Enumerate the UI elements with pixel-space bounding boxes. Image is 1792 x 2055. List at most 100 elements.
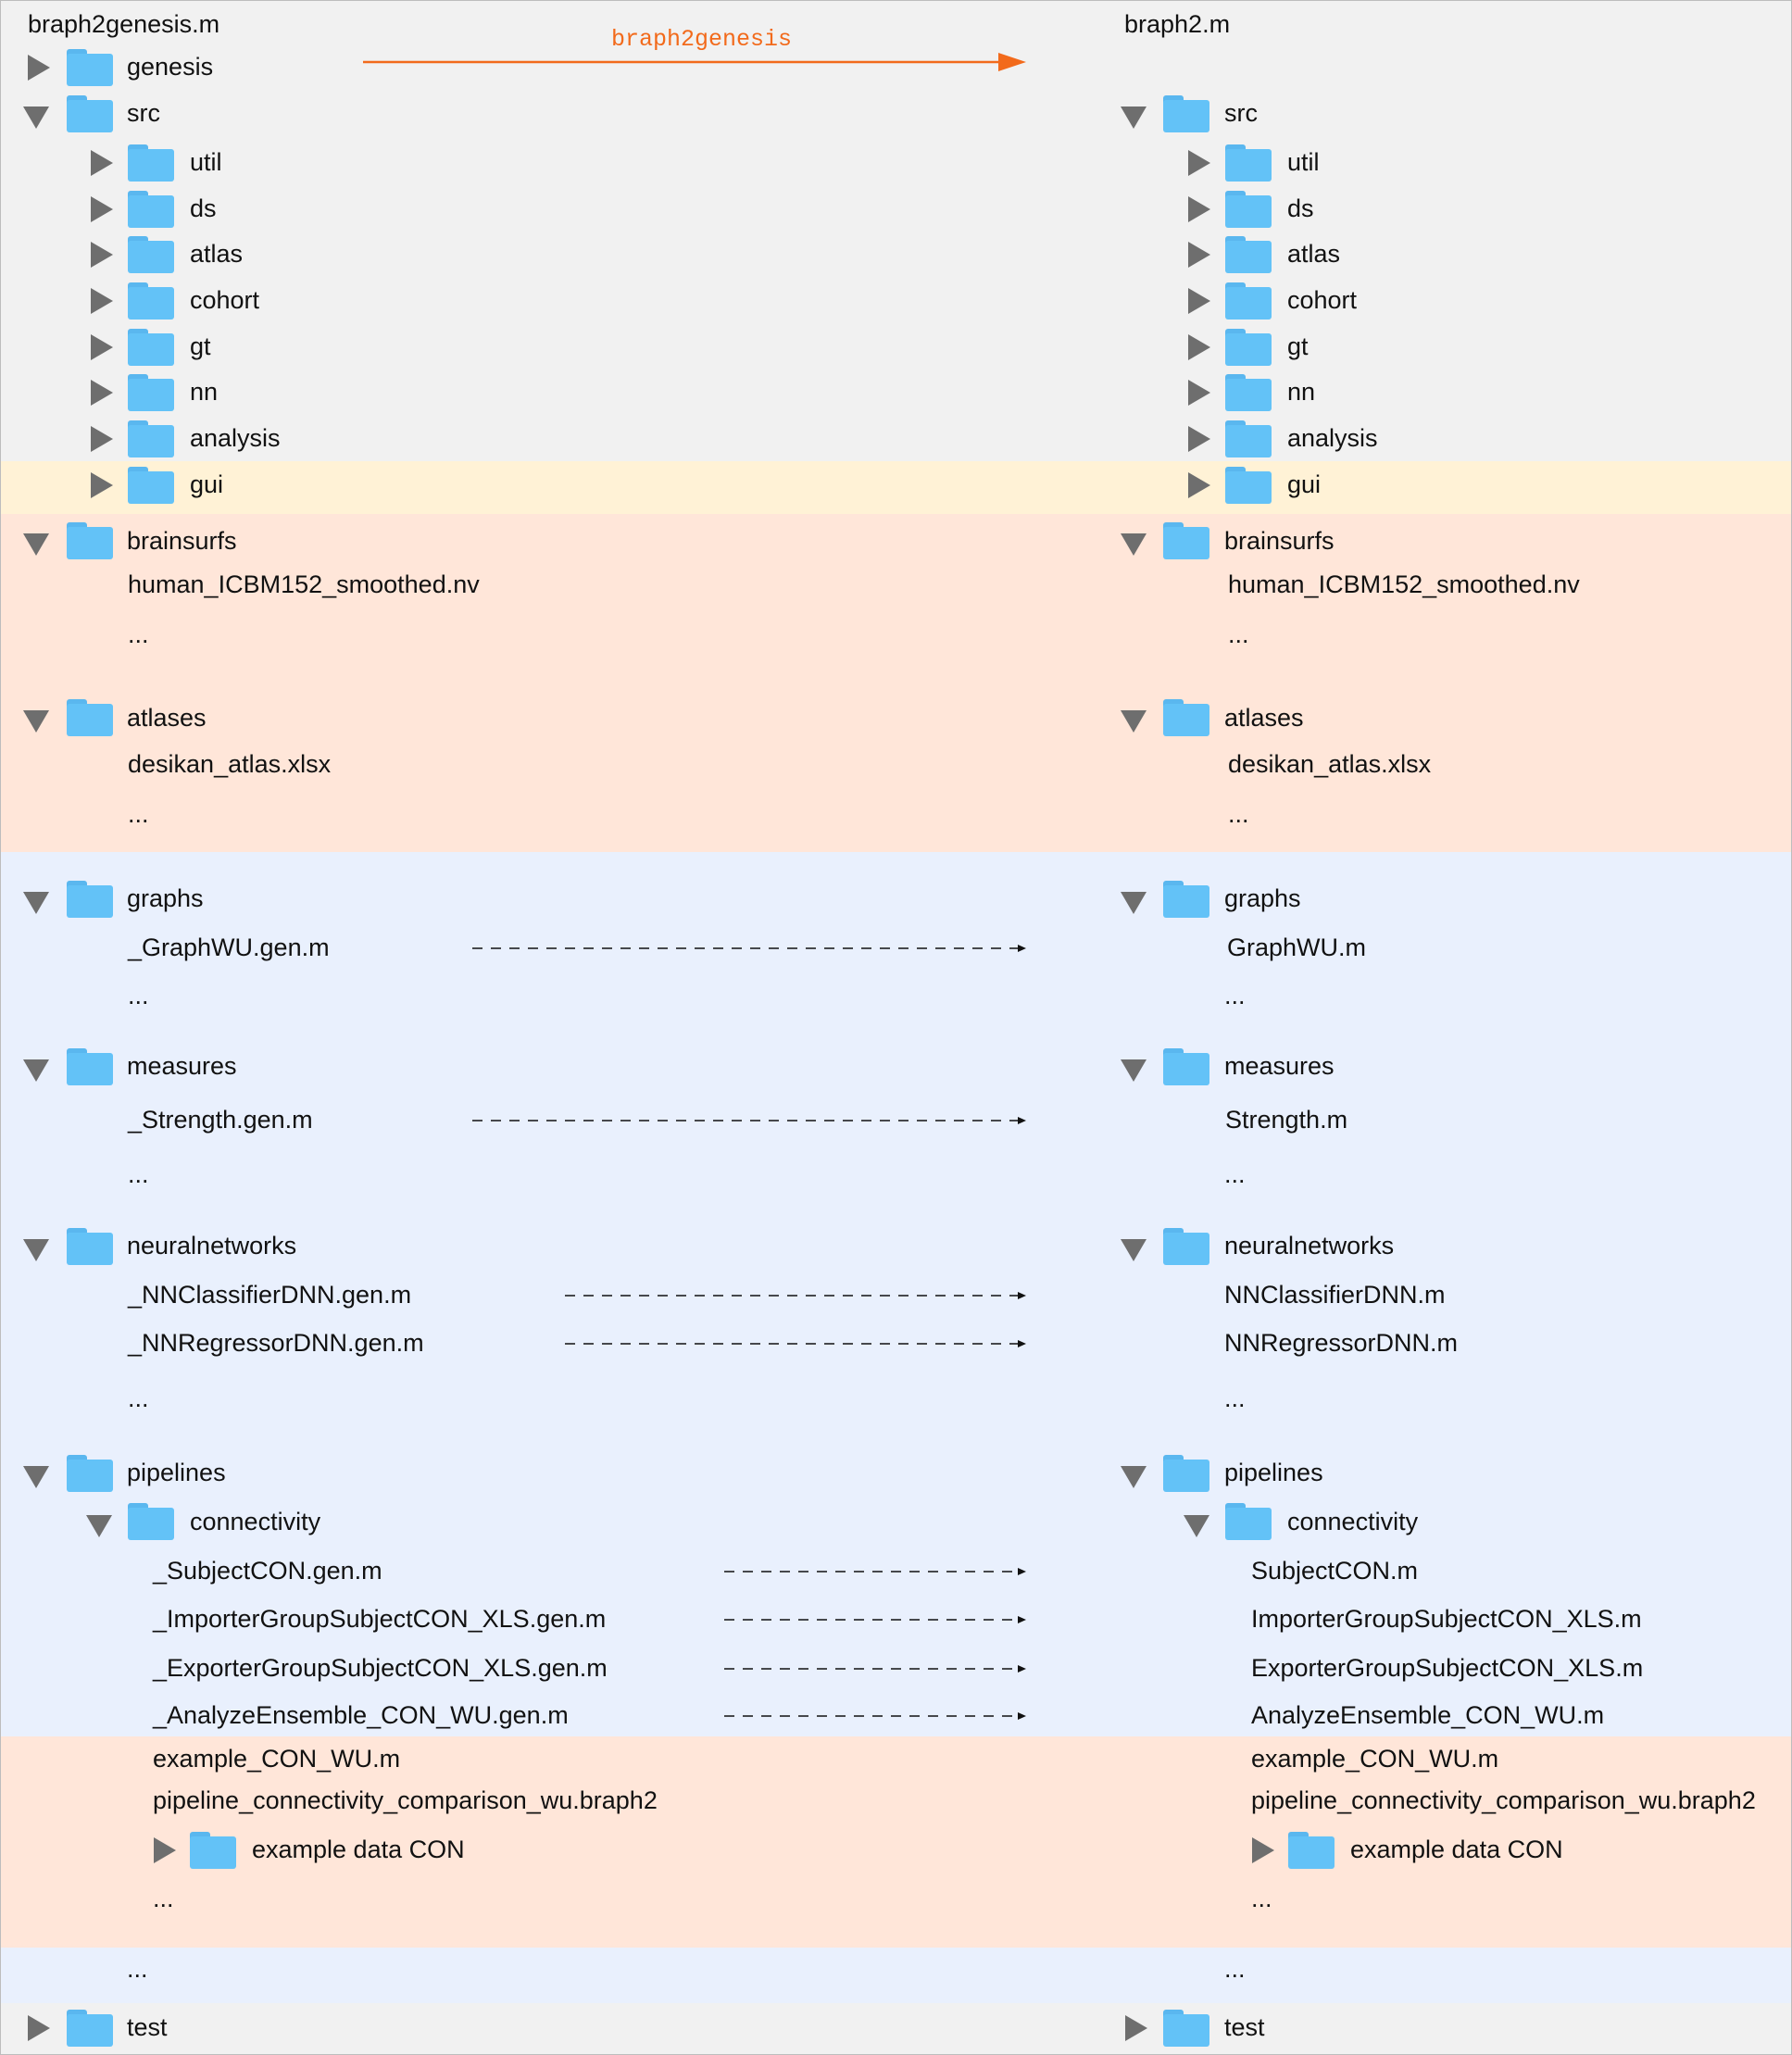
right-pipeline-file[interactable]: pipeline_connectivity_comparison_wu.brap… (1251, 1786, 1756, 1814)
band-gui (1, 461, 1791, 514)
right-brainsurf-file[interactable]: human_ICBM152_smoothed.nv (1228, 570, 1580, 598)
left-example-file[interactable]: example_CON_WU.m (153, 1745, 401, 1773)
right-gt-expand-icon[interactable] (1188, 334, 1210, 360)
left-atlases-collapse-icon[interactable] (23, 710, 49, 733)
left-atlas-expand-icon[interactable] (91, 242, 113, 268)
right-graphs-collapse-icon[interactable] (1121, 892, 1147, 914)
left-gt-expand-icon[interactable] (91, 334, 113, 360)
right-analysis-folder-label[interactable]: analysis (1287, 424, 1378, 452)
right-atlas-folder-label[interactable]: atlas (1287, 240, 1341, 268)
right-ds-expand-icon[interactable] (1188, 196, 1210, 222)
left-subject-file[interactable]: _SubjectCON.gen.m (153, 1557, 382, 1585)
left-ds-folder-label[interactable]: ds (190, 194, 217, 222)
right-atlas-file[interactable]: desikan_atlas.xlsx (1228, 750, 1432, 778)
right-graphs-folder-label[interactable]: graphs (1224, 884, 1301, 912)
right-exporter-file[interactable]: ExporterGroupSubjectCON_XLS.m (1251, 1654, 1644, 1682)
left-graphs-collapse-icon[interactable] (23, 892, 49, 914)
right-nn-folder-label[interactable]: nn (1287, 378, 1316, 406)
right-test-folder-label[interactable]: test (1224, 2013, 1265, 2041)
left-exporter-file[interactable]: _ExporterGroupSubjectCON_XLS.gen.m (153, 1654, 608, 1682)
left-brainsurfs-collapse-icon[interactable] (23, 533, 49, 556)
right-pipelines-folder-label[interactable]: pipelines (1224, 1459, 1323, 1486)
right-subject-file[interactable]: SubjectCON.m (1251, 1557, 1419, 1585)
right-atlases-folder-label[interactable]: atlases (1224, 704, 1304, 732)
left-test-expand-icon[interactable] (28, 2015, 50, 2041)
right-gui-expand-icon[interactable] (1188, 472, 1210, 498)
right-gt-folder-label[interactable]: gt (1287, 332, 1309, 360)
left-brainsurfs-folder-label[interactable]: brainsurfs (127, 527, 237, 555)
left-neuralnetworks-collapse-icon[interactable] (23, 1239, 49, 1261)
right-src-collapse-icon[interactable] (1121, 107, 1147, 129)
left-measures-folder-label[interactable]: measures (127, 1052, 237, 1080)
right-cohort-folder-label[interactable]: cohort (1287, 286, 1358, 314)
left-genesis-expand-icon[interactable] (28, 55, 50, 81)
right-util-folder-label[interactable]: util (1287, 148, 1320, 176)
left-analysis-folder-label[interactable]: analysis (190, 424, 281, 452)
right-example-data-expand-icon[interactable] (1252, 1837, 1274, 1863)
right-neuralnetworks-folder-label[interactable]: neuralnetworks (1224, 1232, 1395, 1259)
left-neuralnetworks-folder-label[interactable]: neuralnetworks (127, 1232, 297, 1259)
left-nn-classifier-file[interactable]: _NNClassifierDNN.gen.m (128, 1281, 412, 1309)
right-graph-file[interactable]: GraphWU.m (1227, 934, 1367, 961)
left-atlases-folder-label[interactable]: atlases (127, 704, 207, 732)
left-atlas-file[interactable]: desikan_atlas.xlsx (128, 750, 332, 778)
left-util-folder-label[interactable]: util (190, 148, 222, 176)
right-neuralnetworks-collapse-icon[interactable] (1121, 1239, 1147, 1261)
right-example-data-folder-label[interactable]: example data CON (1350, 1836, 1563, 1863)
left-cohort-expand-icon[interactable] (91, 288, 113, 314)
right-brainsurfs-folder-label[interactable]: brainsurfs (1224, 527, 1335, 555)
right-connectivity-folder-label[interactable]: connectivity (1287, 1508, 1419, 1535)
right-measures-folder-label[interactable]: measures (1224, 1052, 1335, 1080)
left-nn-expand-icon[interactable] (91, 380, 113, 406)
left-nn-folder-label[interactable]: nn (190, 378, 219, 406)
left-connectivity-collapse-icon[interactable] (86, 1515, 112, 1537)
left-atlas-folder-label[interactable]: atlas (190, 240, 244, 268)
right-analyze-file[interactable]: AnalyzeEnsemble_CON_WU.m (1251, 1701, 1605, 1729)
left-tree-title: braph2genesis.m (28, 10, 220, 38)
left-src-folder-label[interactable]: src (127, 99, 160, 127)
right-test-expand-icon[interactable] (1125, 2015, 1147, 2041)
left-importer-file[interactable]: _ImporterGroupSubjectCON_XLS.gen.m (153, 1605, 607, 1633)
left-util-expand-icon[interactable] (91, 150, 113, 176)
left-pipelines-folder-label[interactable]: pipelines (127, 1459, 226, 1486)
right-nn-classifier-file[interactable]: NNClassifierDNN.m (1224, 1281, 1446, 1309)
left-gt-folder-label[interactable]: gt (190, 332, 211, 360)
left-measure-file[interactable]: _Strength.gen.m (128, 1106, 313, 1134)
right-ds-folder-label[interactable]: ds (1287, 194, 1314, 222)
left-example-data-folder-label[interactable]: example data CON (252, 1836, 465, 1863)
left-graph-file[interactable]: _GraphWU.gen.m (128, 934, 330, 961)
right-connectivity-collapse-icon[interactable] (1184, 1515, 1209, 1537)
right-brainsurfs-collapse-icon[interactable] (1121, 533, 1147, 556)
right-nn-regressor-file[interactable]: NNRegressorDNN.m (1224, 1329, 1459, 1357)
left-connectivity-folder-label[interactable]: connectivity (190, 1508, 321, 1535)
right-util-expand-icon[interactable] (1188, 150, 1210, 176)
right-analysis-expand-icon[interactable] (1188, 426, 1210, 452)
left-genesis-folder-label[interactable]: genesis (127, 53, 214, 81)
left-example-data-expand-icon[interactable] (154, 1837, 176, 1863)
left-gui-expand-icon[interactable] (91, 472, 113, 498)
left-graphs-folder-label[interactable]: graphs (127, 884, 204, 912)
right-nn-expand-icon[interactable] (1188, 380, 1210, 406)
right-atlases-collapse-icon[interactable] (1121, 710, 1147, 733)
right-cohort-expand-icon[interactable] (1188, 288, 1210, 314)
right-gui-folder-label[interactable]: gui (1287, 470, 1322, 498)
right-measure-file[interactable]: Strength.m (1225, 1106, 1348, 1134)
right-pipelines-collapse-icon[interactable] (1121, 1466, 1147, 1488)
left-measures-collapse-icon[interactable] (23, 1059, 49, 1082)
left-cohort-folder-label[interactable]: cohort (190, 286, 260, 314)
left-gui-folder-label[interactable]: gui (190, 470, 224, 498)
right-atlas-expand-icon[interactable] (1188, 242, 1210, 268)
left-pipelines-collapse-icon[interactable] (23, 1466, 49, 1488)
right-example-file[interactable]: example_CON_WU.m (1251, 1745, 1499, 1773)
left-brainsurf-file[interactable]: human_ICBM152_smoothed.nv (128, 570, 480, 598)
left-analyze-file[interactable]: _AnalyzeEnsemble_CON_WU.gen.m (153, 1701, 569, 1729)
right-measures-collapse-icon[interactable] (1121, 1059, 1147, 1082)
right-importer-file[interactable]: ImporterGroupSubjectCON_XLS.m (1251, 1605, 1642, 1633)
left-ds-expand-icon[interactable] (91, 196, 113, 222)
left-test-folder-label[interactable]: test (127, 2013, 168, 2041)
left-pipeline-file[interactable]: pipeline_connectivity_comparison_wu.brap… (153, 1786, 658, 1814)
left-src-collapse-icon[interactable] (23, 107, 49, 129)
right-src-folder-label[interactable]: src (1224, 99, 1258, 127)
left-nn-regressor-file[interactable]: _NNRegressorDNN.gen.m (128, 1329, 424, 1357)
left-analysis-expand-icon[interactable] (91, 426, 113, 452)
